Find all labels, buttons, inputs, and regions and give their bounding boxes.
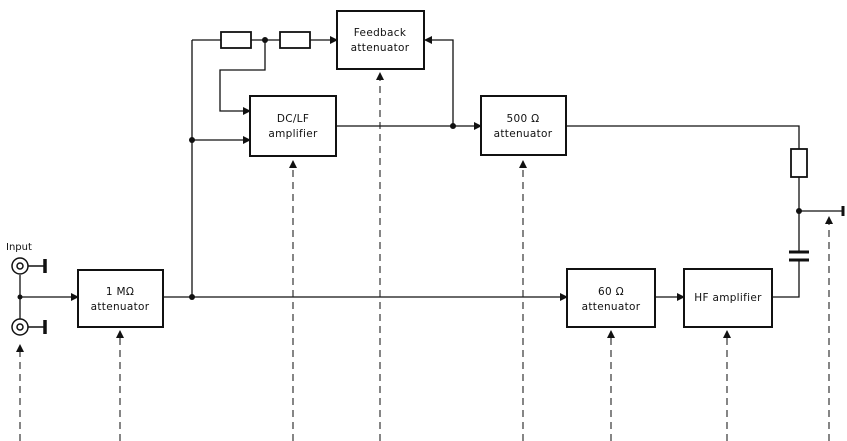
attenuator-500-label-1: 500 Ω: [507, 113, 540, 125]
resistor-left: [220, 31, 252, 49]
input-label: Input: [6, 242, 32, 253]
attenuator-60-label-2: attenuator: [582, 301, 641, 313]
capacitor: [789, 250, 809, 262]
hf-amplifier-label: HF amplifier: [694, 292, 762, 304]
attenuator-1m-label-2: attenuator: [91, 301, 150, 313]
junction-dots: [17, 37, 802, 300]
hf-amplifier-block: HF amplifier: [683, 268, 773, 328]
attenuator-60-label-1: 60 Ω: [598, 286, 624, 298]
dc-lf-amplifier-label-1: DC/LF: [277, 113, 309, 125]
signal-wires: [19, 36, 843, 319]
dc-lf-amplifier-block: DC/LF amplifier: [249, 95, 337, 157]
attenuator-500-label-2: attenuator: [494, 128, 553, 140]
attenuator-1m-block: 1 MΩ attenuator: [77, 269, 164, 328]
input-jack-bottom-icon: [11, 318, 47, 336]
attenuator-1m-label-1: 1 MΩ: [106, 286, 134, 298]
resistor-output: [790, 148, 808, 178]
resistor-middle: [279, 31, 311, 49]
feedback-attenuator-label-2: attenuator: [351, 42, 410, 54]
feedback-attenuator-label-1: Feedback: [354, 27, 407, 39]
control-lines: [16, 72, 833, 441]
attenuator-500-block: 500 Ω attenuator: [480, 95, 567, 156]
attenuator-60-block: 60 Ω attenuator: [566, 268, 656, 328]
input-jack-top-icon: [11, 257, 47, 275]
dc-lf-amplifier-label-2: amplifier: [268, 128, 318, 140]
feedback-attenuator-block: Feedback attenuator: [336, 10, 425, 70]
